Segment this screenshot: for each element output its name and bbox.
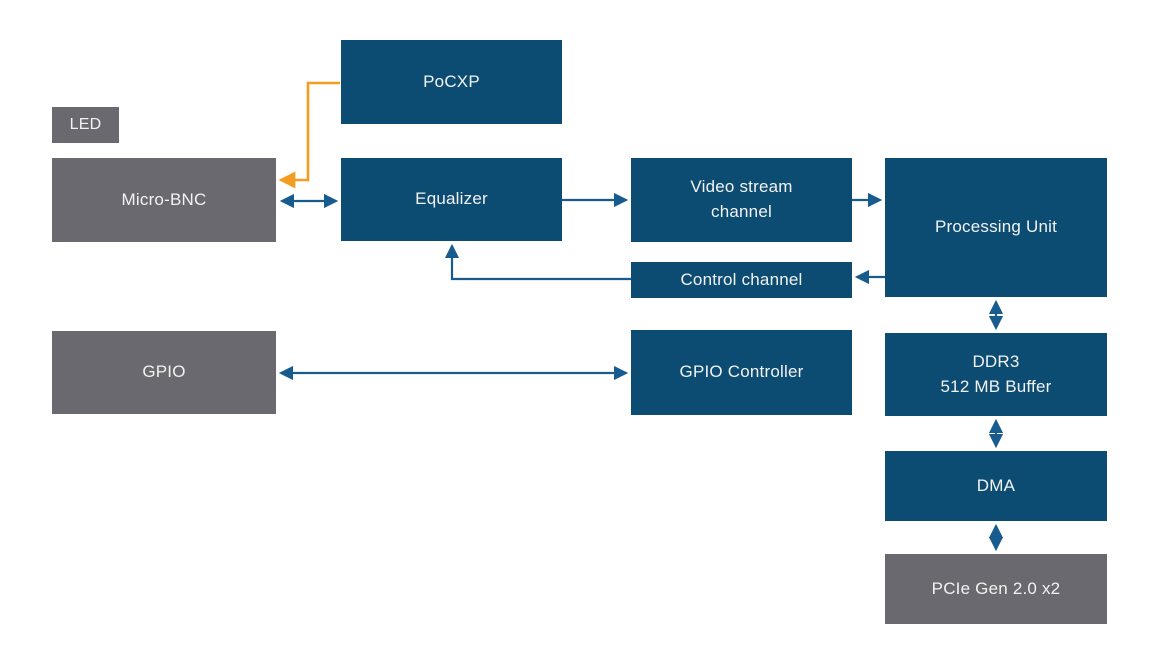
node-equalizer: Equalizer: [341, 158, 562, 241]
edge-controlchannel-to-equalizer: [444, 243, 631, 281]
node-control-channel: Control channel: [631, 262, 852, 298]
node-pcie: PCIe Gen 2.0 x2: [885, 554, 1107, 624]
edge-pocxp-to-microbnc: [278, 81, 340, 189]
node-gpio: GPIO: [52, 331, 276, 414]
node-led: LED: [52, 107, 119, 143]
node-processing-unit: Processing Unit: [885, 158, 1107, 297]
node-pocxp-label: PoCXP: [423, 71, 480, 91]
node-micro-bnc-label: Micro-BNC: [121, 189, 207, 209]
node-gpio-label: GPIO: [142, 362, 186, 382]
node-processing-unit-label: Processing Unit: [934, 217, 1058, 237]
node-ddr3-buffer: DDR3 512 MB Buffer: [885, 333, 1107, 416]
node-gpio-controller: GPIO Controller: [631, 330, 852, 415]
node-pcie-label: PCIe Gen 2.0 x2: [931, 578, 1061, 598]
node-led-label: LED: [69, 116, 102, 134]
node-gpio-controller-label: GPIO Controller: [679, 362, 804, 382]
node-micro-bnc: Micro-BNC: [52, 158, 276, 242]
node-video-stream-channel-label: Video stream channel: [690, 177, 793, 221]
node-dma: DMA: [885, 451, 1107, 521]
node-dma-label: DMA: [976, 475, 1016, 495]
node-equalizer-label: Equalizer: [415, 189, 488, 209]
node-ddr3-buffer-label: DDR3 512 MB Buffer: [940, 351, 1052, 396]
node-pocxp: PoCXP: [341, 40, 562, 124]
node-video-stream-channel: Video stream channel: [631, 158, 852, 242]
node-control-channel-label: Control channel: [680, 269, 803, 289]
